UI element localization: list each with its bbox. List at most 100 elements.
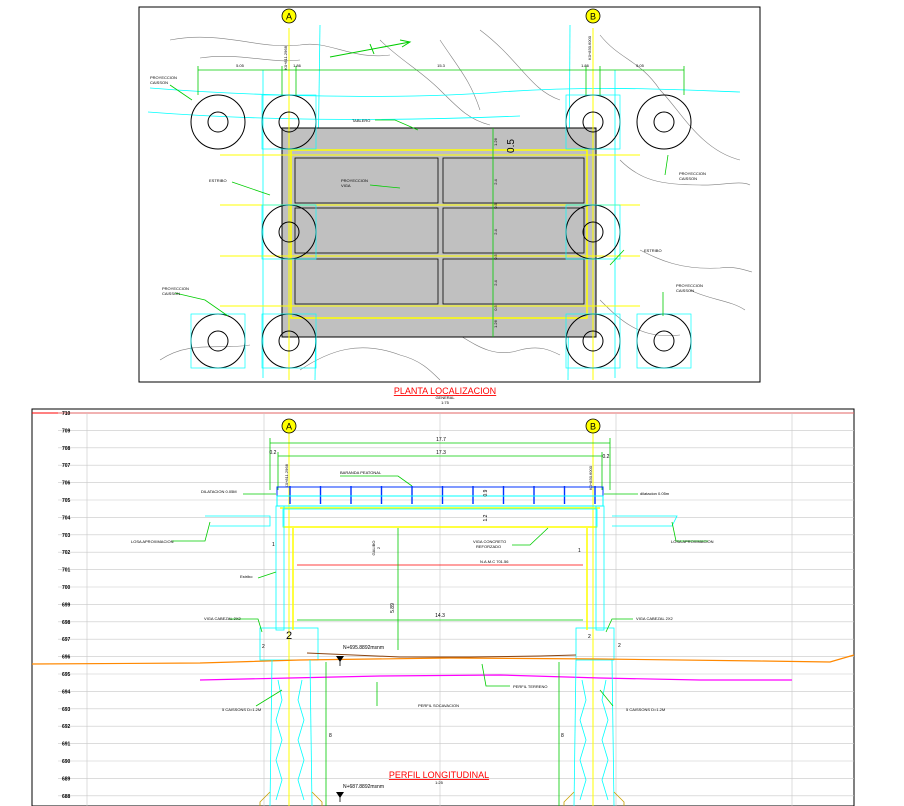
caisson [190, 313, 246, 369]
caissons-profile [269, 659, 615, 806]
deck-profile [276, 495, 604, 507]
deck-slab [281, 127, 597, 338]
caisson-bells [259, 791, 625, 806]
elevation-label: 705 [62, 498, 71, 504]
viga-cabezal-right-label: VIGA CABEZAL 2X2 [636, 616, 674, 621]
railing-posts [289, 486, 596, 504]
dim-label: 1.86 [581, 63, 590, 68]
proy-caisson-label: PROYECCION [676, 283, 703, 288]
elevation-label: 693 [62, 707, 71, 713]
axis-label: A [286, 12, 292, 22]
proy-caisson-label: PROYECCION [679, 171, 706, 176]
viga-concreto-label: VIGA CONCRETO [473, 539, 506, 544]
elevation-label: 704 [62, 515, 71, 521]
dim-label: 0.5 [493, 253, 498, 259]
elevation-label: 689 [62, 776, 71, 782]
profile-title: PERFIL LONGITUDINAL [389, 770, 489, 780]
elev-bottom-label: N+687.8892msnm [343, 784, 384, 790]
dim-label: 1.86 [293, 63, 302, 68]
galibo-value: 2 [376, 546, 381, 549]
perfil-terreno-label: PERFIL TERRENO [513, 684, 547, 689]
dim-cap-right: 2 [588, 634, 591, 640]
elevation-label: 698 [62, 620, 71, 626]
dim-label: 2.4 [493, 178, 498, 184]
perfil-socavacion-label: PERFIL SOCAVACION [418, 703, 459, 708]
axis-bubble-b-plan: B [585, 8, 601, 24]
girder-projections [294, 157, 585, 305]
axis-label: B [590, 422, 596, 432]
caissons-right-label: 5 CAISSONS D=1.2M [626, 707, 665, 712]
tablero-label: TABLERO [352, 118, 370, 123]
proy-caisson-label: CAISSON [676, 288, 694, 293]
abutments [259, 505, 615, 661]
losa-right-label: LOSA APROXIMACION [671, 539, 714, 544]
axis-lines-plan [288, 28, 594, 380]
elevation-label: 696 [62, 655, 71, 661]
dim-inner: 17.3 [436, 450, 446, 456]
elevation-label: 695 [62, 672, 71, 678]
scour-profile [199, 674, 792, 681]
elevation-label: 710 [62, 411, 71, 417]
baranda-label: BARANDA PEATONAL [340, 470, 382, 475]
dilatacion-right-label: dilatacion 0.05m [640, 491, 670, 496]
elev-top-label: N+695.8892msnm [343, 645, 384, 651]
axis-label: A [286, 422, 292, 432]
losa-left-label: LOSA APROXIMACION [131, 539, 174, 544]
dim-pile-left: 8 [329, 733, 332, 739]
axis-bubble-a-profile: A [281, 418, 297, 434]
proy-caisson-label: CAISSON [150, 80, 168, 85]
elevation-label: 707 [62, 463, 71, 469]
dilatacion-label: DILATACION 0.05M [201, 489, 237, 494]
top-dimensions: 5.05 1.86 15.3 1.86 5.05 [197, 63, 685, 95]
elevation-label: 703 [62, 533, 71, 539]
dim-cap-left-v: 2 [262, 644, 265, 650]
dim-cap-right-v: 2 [618, 643, 621, 649]
proy-caisson-label: PROYECCION [150, 75, 177, 80]
proy-viga-label: PROYECCION [341, 178, 368, 183]
elevation-label: 700 [62, 585, 71, 591]
plan-scale: 1:75 [441, 400, 450, 405]
dim-label: 1.26 [493, 137, 498, 146]
approach-slabs [205, 515, 678, 527]
plan-subtitle: GENERAL [435, 395, 455, 400]
viga-cabezal-left-label: VIGA CABEZAL 2X2 [204, 616, 242, 621]
right-dimensions: 1.26 0.5 2.4 0.5 2.4 0.5 2.4 0.5 1.26 [492, 128, 517, 337]
dim-label: 15.3 [437, 63, 446, 68]
elevation-label: 691 [62, 742, 71, 748]
profile-top-dims [269, 438, 611, 490]
dim-label: 0.5 [493, 304, 498, 310]
dim-beam: 1.2 [483, 514, 489, 521]
dim-depth: 5.89 [390, 603, 396, 613]
dim-end-left: 0.2 [270, 450, 277, 456]
caissons-left-label: 5 CAISSONS D=1.2M [222, 707, 261, 712]
dim-span: 14.3 [435, 613, 445, 619]
axis-lines-profile [288, 432, 594, 806]
terrain-profile-orange [31, 654, 855, 665]
profile-frame [31, 408, 855, 806]
estribo-label: ESTRIBO [644, 248, 662, 253]
elevation-label: 690 [62, 759, 71, 765]
caisson [636, 313, 692, 369]
dim-end-right: 0.2 [603, 454, 610, 460]
dim-gap: 1 [272, 542, 275, 548]
caisson [190, 94, 246, 150]
elevation-label: 709 [62, 428, 71, 434]
elevation-label: 694 [62, 689, 71, 695]
dim-label: 0.5 [493, 202, 498, 208]
axis-bubble-b-profile: B [585, 418, 601, 434]
dim-pile-right: 8 [561, 733, 564, 739]
elevation-label: 702 [62, 550, 71, 556]
elevation-label: 688 [62, 794, 71, 800]
dim-label: 5.05 [236, 63, 245, 68]
plan-frame [138, 6, 761, 383]
estribo-profile-label: Estribo [240, 574, 253, 579]
dim-cap-left: 2 [286, 630, 292, 642]
plan-leaders [169, 84, 669, 317]
deck-outline-yellow [290, 149, 588, 319]
dim-label: 1.26 [493, 319, 498, 328]
estribo-label: ESTRIBO [209, 178, 227, 183]
terrain-profile-brown [306, 652, 577, 658]
profile-scale: 1:25 [435, 780, 444, 785]
elevation-marker-bottom: N+687.8892msnm [336, 784, 384, 802]
